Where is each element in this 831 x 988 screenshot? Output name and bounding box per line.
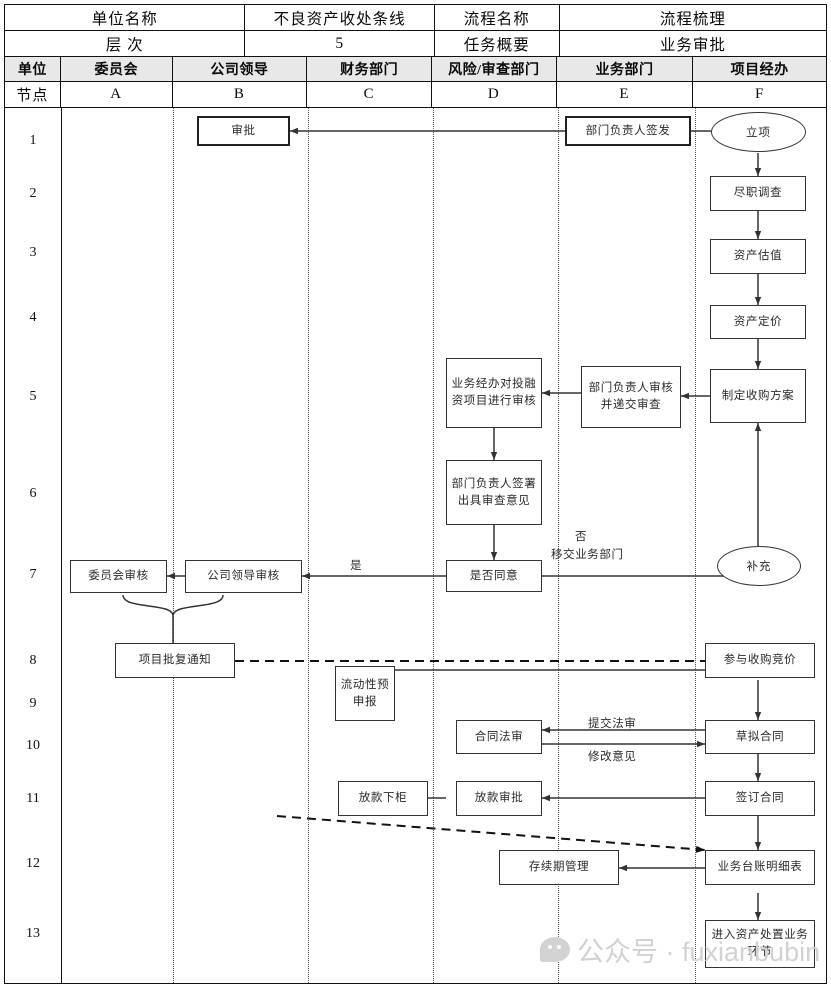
node-draft-contract[interactable]: 草拟合同: [705, 720, 815, 754]
lane-divider-committee: [173, 108, 174, 983]
header-cell-unit-name-label: 单位名称: [5, 5, 246, 30]
header-cell-process-name-value: 流程梳理: [659, 10, 726, 28]
node-project-initiation[interactable]: 立项: [711, 112, 806, 152]
lane-divider-finance: [433, 108, 434, 983]
node-due-diligence[interactable]: 尽职调查: [710, 176, 806, 211]
node-code-row: 节点 A B C D E F: [4, 81, 827, 108]
node-code-a: A: [61, 82, 173, 107]
edge-label-no: 否: [575, 531, 588, 543]
lane-header-project: 项目经办: [730, 63, 789, 78]
lane-header-business: 业务部门: [557, 57, 694, 81]
node-disbursement-approval[interactable]: 放款审批: [456, 781, 542, 816]
row-number-1: 1: [29, 133, 37, 148]
header-row-unit-name: 单位名称 不良资产收处条线 流程名称 流程梳理: [4, 4, 827, 30]
node-code-e: E: [557, 82, 694, 107]
flowchart-body: 1 2 3 4 5 6 7 8 9 10 11 12 13: [4, 108, 827, 984]
node-disbursement-release[interactable]: 放款下柜: [338, 781, 428, 816]
node-committee-review[interactable]: 委员会审核: [70, 560, 167, 593]
row-number-10: 10: [26, 738, 40, 753]
header-cell-level-label: 层 次: [5, 31, 246, 56]
node-acquisition-plan[interactable]: 制定收购方案: [710, 369, 806, 423]
node-head-review-submit[interactable]: 部门负责人审核并递交审查: [581, 366, 681, 428]
node-officer-review-investment[interactable]: 业务经办对投融资项目进行审核: [446, 358, 542, 428]
lane-header-leadership: 公司领导: [173, 57, 308, 81]
row-number-5: 5: [29, 389, 37, 404]
node-enter-asset-disposal[interactable]: 进入资产处置业务环节: [705, 920, 815, 968]
edge-label-revise-opinion: 修改意见: [588, 751, 637, 763]
node-sign-contract[interactable]: 签订合同: [705, 781, 815, 816]
node-code-c: C: [307, 82, 432, 107]
header-cell-task-summary-value: 业务审批: [659, 36, 726, 54]
row-number-9: 9: [29, 696, 37, 711]
lane-divider-unit: [61, 108, 62, 983]
node-contract-legal-review[interactable]: 合同法审: [456, 720, 542, 754]
lane-header-unit: 单位: [5, 57, 61, 81]
header-cell-unit-name-value: 不良资产收处条线: [245, 5, 435, 30]
node-asset-valuation[interactable]: 资产估值: [710, 239, 806, 274]
node-agree-decision[interactable]: 是否同意: [446, 560, 542, 592]
lane-divider-leadership: [308, 108, 309, 983]
node-code-d: D: [432, 82, 557, 107]
node-duration-management[interactable]: 存续期管理: [499, 850, 619, 885]
node-participate-bidding[interactable]: 参与收购竞价: [705, 643, 815, 678]
row-number-6: 6: [29, 486, 37, 501]
row-number-4: 4: [29, 310, 37, 325]
node-code-label: 节点: [5, 82, 61, 107]
node-head-sign-opinion[interactable]: 部门负责人签署出具审查意见: [446, 460, 542, 525]
node-project-approval-notice[interactable]: 项目批复通知: [115, 643, 235, 678]
lane-header-row: 单位 委员会 公司领导 财务部门 风险/审查部门 业务部门 项目经办: [4, 56, 827, 81]
edge-label-yes: 是: [350, 560, 363, 572]
lane-header-committee: 委员会: [61, 57, 173, 81]
row-number-7: 7: [29, 567, 37, 582]
node-liquidity-pre-declaration[interactable]: 流动性预申报: [335, 666, 395, 721]
lane-header-finance: 财务部门: [307, 57, 432, 81]
lane-header-risk: 风险/审查部门: [432, 57, 557, 81]
header-cell-task-summary-label: 任务概要: [435, 31, 560, 56]
row-number-13: 13: [26, 926, 40, 941]
header-cell-level-value: 5: [245, 31, 435, 56]
node-business-ledger-detail[interactable]: 业务台账明细表: [705, 850, 815, 885]
node-leadership-review[interactable]: 公司领导审核: [185, 560, 302, 593]
header-cell-process-name-label: 流程名称: [435, 5, 560, 30]
header-row-level: 层 次 5 任务概要 业务审批: [4, 30, 827, 56]
row-number-2: 2: [29, 186, 37, 201]
node-approval[interactable]: 审批: [197, 116, 290, 146]
row-number-3: 3: [29, 245, 37, 260]
node-code-b: B: [173, 82, 308, 107]
edge-label-transfer-to-business: 移交业务部门: [551, 549, 624, 561]
node-supplement[interactable]: 补充: [717, 546, 801, 586]
row-number-11: 11: [26, 791, 40, 806]
lane-divider-risk: [558, 108, 559, 983]
node-code-f: F: [755, 86, 765, 102]
lane-divider-business: [695, 108, 696, 983]
row-number-12: 12: [26, 856, 40, 871]
node-department-head-issue[interactable]: 部门负责人签发: [565, 116, 691, 146]
row-number-8: 8: [29, 653, 37, 668]
node-asset-pricing[interactable]: 资产定价: [710, 305, 806, 339]
edge-label-submit-legal: 提交法审: [588, 718, 637, 730]
